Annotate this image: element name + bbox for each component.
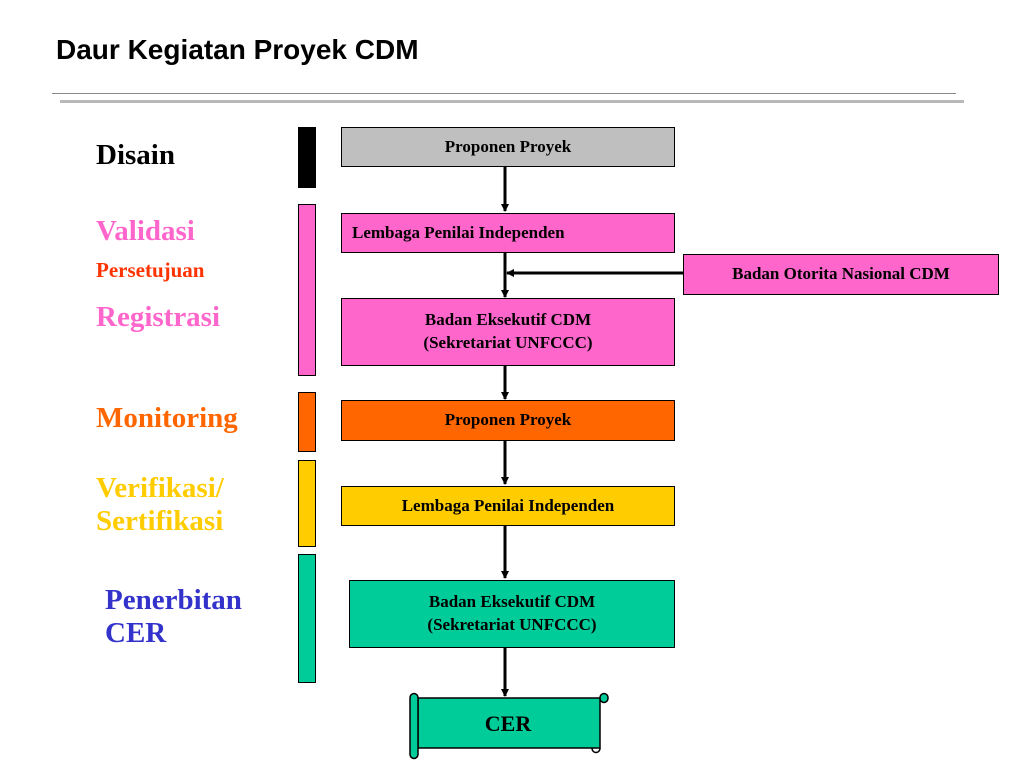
box-lembaga-penilai-2: Lembaga Penilai Independen	[341, 486, 675, 526]
stage-label-validasi: Validasi	[96, 215, 195, 247]
box-lembaga-penilai-2-label: Lembaga Penilai Independen	[401, 495, 615, 515]
box-badan-otorita-label: Badan Otorita Nasional CDM	[732, 264, 950, 284]
box-badan-eksekutif-2-line2: (Sekretariat UNFCCC)	[427, 615, 597, 634]
stage-label-penerbitan-line1: Penerbitan	[105, 584, 242, 616]
box-badan-eksekutif-1-line1: Badan Eksekutif CDM	[424, 310, 592, 330]
box-badan-eksekutif-1-line2: (Sekretariat UNFCCC)	[423, 333, 593, 352]
box-badan-eksekutif-2-line1: Badan Eksekutif CDM	[428, 592, 596, 612]
box-badan-eksekutif-2: Badan Eksekutif CDM (Sekretariat UNFCCC)	[349, 580, 675, 648]
box-badan-eksekutif-1: Badan Eksekutif CDM (Sekretariat UNFCCC)	[341, 298, 675, 366]
stage-label-monitoring: Monitoring	[96, 402, 238, 434]
stage-bar-penerbitan	[298, 554, 316, 683]
stage-label-disain: Disain	[96, 139, 175, 171]
title-divider-shadow	[60, 100, 964, 103]
stage-label-verifikasi-line2: Sertifikasi	[96, 505, 224, 538]
stage-bar-monitoring	[298, 392, 316, 452]
box-proponen-proyek-1: Proponen Proyek	[341, 127, 675, 167]
stage-label-verifikasi: Verifikasi/ Sertifikasi	[96, 472, 224, 539]
box-lembaga-penilai-1: Lembaga Penilai Independen	[341, 213, 675, 253]
stage-label-persetujuan: Persetujuan	[96, 258, 205, 282]
box-proponen-proyek-2-label: Proponen Proyek	[444, 410, 572, 430]
page-title: Daur Kegiatan Proyek CDM	[56, 34, 419, 65]
stage-label-penerbitan-line2: CER	[105, 617, 167, 650]
stage-bar-verifikasi	[298, 460, 316, 547]
cer-scroll-label: CER	[484, 711, 532, 736]
stage-label-verifikasi-line1: Verifikasi/	[96, 472, 224, 504]
stage-bar-validasi-registrasi	[298, 204, 316, 376]
cer-scroll-icon	[409, 692, 609, 760]
stage-label-registrasi: Registrasi	[96, 301, 221, 333]
box-proponen-proyek-2: Proponen Proyek	[341, 400, 675, 441]
box-lembaga-penilai-1-label: Lembaga Penilai Independen	[352, 222, 565, 242]
stage-label-penerbitan: Penerbitan CER	[105, 584, 242, 651]
box-proponen-proyek-1-label: Proponen Proyek	[444, 136, 572, 156]
title-divider	[52, 93, 956, 94]
stage-bar-disain	[298, 127, 316, 188]
box-badan-otorita: Badan Otorita Nasional CDM	[683, 254, 999, 295]
